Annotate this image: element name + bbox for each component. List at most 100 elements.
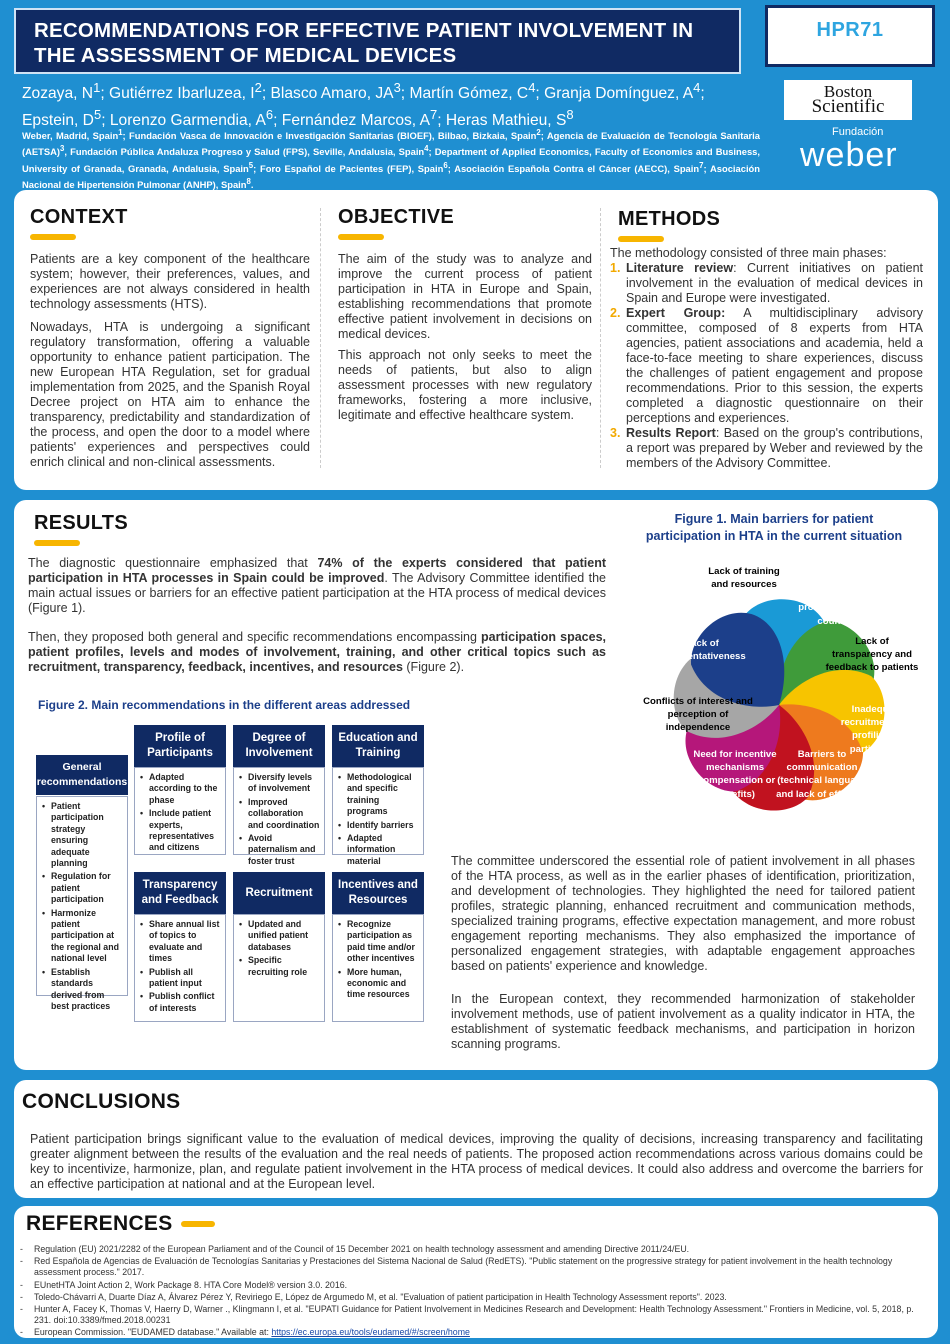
methods-item: 2. Expert Group: A multidisciplinary advi… bbox=[610, 306, 923, 426]
reference-text: European Commission. "EUDAMED database."… bbox=[34, 1327, 272, 1338]
references-card: REFERENCES Regulation (EU) 2021/2282 of … bbox=[14, 1206, 938, 1339]
recommendation-item: Include patient experts, representatives… bbox=[140, 808, 221, 854]
petal-8 bbox=[691, 612, 785, 707]
recommendation-item: Recognize participation as paid time and… bbox=[338, 919, 419, 965]
methods-list: 1. Literature review: Current initiatives… bbox=[610, 261, 923, 471]
accent-bar bbox=[180, 1221, 215, 1227]
recommendation-item: Harmonize patient participation at the r… bbox=[42, 908, 123, 965]
accent-bar bbox=[618, 236, 664, 242]
recommendation-item: Share annual list of topics to evaluate … bbox=[140, 919, 221, 965]
recommendation-area-body: Updated and unified patient databasesSpe… bbox=[233, 914, 325, 1022]
poster-code-box: HPR71 bbox=[765, 5, 935, 67]
reference-item: Toledo-Chávarri A, Duarte Díaz A, Álvare… bbox=[20, 1292, 930, 1303]
accent-bar bbox=[338, 234, 384, 240]
objective-p2: This approach not only seeks to meet the… bbox=[338, 348, 592, 422]
recommendation-item: Adapted information material bbox=[338, 833, 419, 867]
petal-label: Lack of transparency and feedback to pat… bbox=[825, 636, 919, 674]
conclusions-title: CONCLUSIONS bbox=[22, 1090, 181, 1113]
recommendation-area-body: Share annual list of topics to evaluate … bbox=[134, 914, 226, 1022]
logo-text-1: Boston bbox=[823, 82, 873, 101]
conclusions-card: CONCLUSIONS Patient participation brings… bbox=[14, 1080, 938, 1198]
recommendation-item: Publish conflict of interests bbox=[140, 991, 221, 1014]
petal-label: Inadequate recruitment and profiling of … bbox=[840, 704, 914, 755]
reference-item: Regulation (EU) 2021/2282 of the Europea… bbox=[20, 1244, 930, 1255]
conclusions-text: Patient participation brings significant… bbox=[30, 1132, 923, 1191]
poster-title-box: RECOMMENDATIONS FOR EFFECTIVE PATIENT IN… bbox=[14, 8, 741, 74]
logo-text-2: Scientific bbox=[811, 96, 885, 117]
recommendation-list: Patient participation strategy ensuring … bbox=[42, 801, 123, 1012]
authors: Zozaya, N1; Gutiérrez Ibarluzea, I2; Bla… bbox=[22, 80, 705, 130]
recommendation-item: Avoid paternalism and foster trust bbox=[239, 833, 320, 867]
accent-bar bbox=[34, 540, 80, 546]
item-body: A multidisciplinary advisory committee, … bbox=[626, 306, 923, 425]
objective-section: OBJECTIVE The aim of the study was to an… bbox=[338, 206, 592, 423]
reference-item: Red Española de Agencias de Evaluación d… bbox=[20, 1256, 930, 1278]
text-run: . The Advisory Committee identified the … bbox=[28, 571, 606, 615]
text-run-bold: participation spaces, patient profiles, … bbox=[28, 630, 606, 674]
recommendation-item: Identify barriers bbox=[338, 820, 419, 832]
intro-card: CONTEXT Patients are a key component of … bbox=[14, 190, 938, 490]
recommendation-list: Share annual list of topics to evaluate … bbox=[140, 919, 221, 1014]
results-p4: In the European context, they recommende… bbox=[451, 992, 915, 1051]
recommendation-area-header: Degree of Involvement bbox=[233, 725, 325, 767]
reference-item: EUnetHTA Joint Action 2, Work Package 8.… bbox=[20, 1280, 930, 1291]
recommendation-item: Publish all patient input bbox=[140, 967, 221, 990]
objective-p1: The aim of the study was to analyze and … bbox=[338, 252, 592, 341]
item-num: 1. bbox=[610, 261, 621, 275]
item-text: Expert Group: A multidisciplinary adviso… bbox=[626, 306, 923, 426]
text-run: Then, they proposed both general and spe… bbox=[28, 630, 482, 644]
figure2-caption: Figure 2. Main recommendations in the di… bbox=[38, 698, 411, 712]
objective-title: OBJECTIVE bbox=[338, 206, 455, 228]
general-recommendations-header: General recommendations bbox=[36, 755, 128, 795]
boston-scientific-logo: Boston Scientific bbox=[784, 80, 912, 120]
methods-title: METHODS bbox=[618, 208, 721, 230]
references-title: REFERENCES bbox=[26, 1212, 173, 1235]
methods-item: 3. Results Report: Based on the group's c… bbox=[610, 426, 923, 471]
results-card: RESULTS The diagnostic questionnaire emp… bbox=[14, 500, 938, 1070]
context-p2: Nowadays, HTA is undergoing a significan… bbox=[30, 320, 310, 469]
recommendation-item: Updated and unified patient databases bbox=[239, 919, 320, 953]
recommendation-area-body: Methodological and specific training pro… bbox=[332, 767, 424, 866]
context-p1: Patients are a key component of the heal… bbox=[30, 252, 310, 311]
reference-item: Hunter A, Facey K, Thomas V, Haerry D, W… bbox=[20, 1304, 930, 1326]
recommendation-item: Specific recruiting role bbox=[239, 955, 320, 978]
weber-logo: weber bbox=[800, 136, 898, 174]
recommendation-item: Diversify levels of involvement bbox=[239, 772, 320, 795]
item-label: Literature review bbox=[626, 261, 734, 275]
eudamed-link[interactable]: https://ec.europa.eu/tools/eudamed/#/scr… bbox=[271, 1327, 470, 1338]
item-body: : Based on the group's contributions, a … bbox=[626, 426, 924, 470]
figure1-caption: Figure 1. Main barriers for patient part… bbox=[645, 512, 903, 543]
petal-label: Need for incentive mechanisms (compensat… bbox=[693, 749, 777, 800]
item-label: Results Report bbox=[626, 426, 716, 440]
weber-logo-fundacion: Fundación bbox=[832, 126, 884, 138]
recommendation-item: Methodological and specific training pro… bbox=[338, 772, 419, 818]
recommendation-area-header: Education and Training bbox=[332, 725, 424, 767]
recommendation-area-header: Transparency and Feedback bbox=[134, 872, 226, 914]
petal-label: Inequality in participation processes am… bbox=[798, 576, 880, 627]
figure1-flower-diagram bbox=[673, 599, 885, 811]
context-section: CONTEXT Patients are a key component of … bbox=[30, 206, 310, 470]
item-num: 2. bbox=[610, 306, 621, 320]
recommendation-item: Regulation for patient participation bbox=[42, 871, 123, 905]
results-p2: Then, they proposed both general and spe… bbox=[28, 630, 606, 675]
item-text: Results Report: Based on the group's con… bbox=[626, 426, 923, 471]
recommendation-list: Diversify levels of involvementImproved … bbox=[239, 772, 320, 867]
item-body: : Current initiatives on patient involve… bbox=[626, 261, 924, 305]
poster-title: RECOMMENDATIONS FOR EFFECTIVE PATIENT IN… bbox=[34, 19, 694, 67]
methods-item: 1. Literature review: Current initiatives… bbox=[610, 261, 923, 306]
methods-intro: The methodology consisted of three main … bbox=[610, 246, 887, 260]
references-header: REFERENCES bbox=[26, 1212, 215, 1236]
divider bbox=[600, 208, 601, 468]
recommendation-area-body: Diversify levels of involvementImproved … bbox=[233, 767, 325, 866]
recommendation-area-header: Profile of Participants bbox=[134, 725, 226, 767]
results-title: RESULTS bbox=[34, 512, 128, 534]
text-run: (Figure 2). bbox=[402, 660, 465, 674]
context-title: CONTEXT bbox=[30, 206, 128, 228]
conclusions-header: CONCLUSIONS bbox=[22, 1090, 180, 1114]
recommendation-item: More human, economic and time resources bbox=[338, 967, 419, 1001]
item-text: Literature review: Current initiatives o… bbox=[626, 261, 923, 306]
item-num: 3. bbox=[610, 426, 621, 440]
recommendation-list: Updated and unified patient databasesSpe… bbox=[239, 919, 320, 978]
recommendation-list: Recognize participation as paid time and… bbox=[338, 919, 419, 1001]
petal-label: Lack of training and resources bbox=[708, 566, 780, 591]
